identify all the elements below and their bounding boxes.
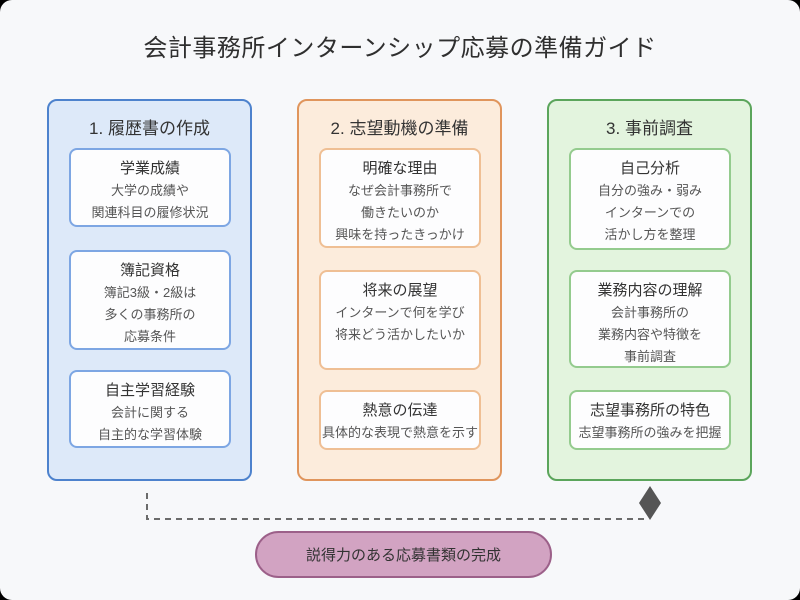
card-title: 学業成績	[119, 160, 180, 177]
column-3-title: 3. 事前調査	[606, 119, 693, 138]
card-text-line: 自主的な学習体験	[97, 427, 202, 442]
card-text-line: 簿記3級・2級は	[103, 285, 197, 300]
card-business-understanding: 業務内容の理解 会計事務所の 業務内容や特徴を 事前調査	[569, 270, 731, 368]
card-text-line: 活かし方を整理	[604, 227, 696, 242]
card-text-line: 働きたいのか	[360, 205, 439, 220]
card-title: 明確な理由	[362, 160, 438, 177]
card-text-line: なぜ会計事務所で	[347, 183, 452, 198]
card-title: 自己分析	[619, 160, 680, 177]
card-text-line: 志望事務所の強みを把握	[578, 425, 722, 440]
column-1-resume: 1. 履歴書の作成 学業成績 大学の成績や 関連科目の履修状況 簿記資格 簿記3…	[47, 99, 252, 481]
card-title: 自主学習経験	[104, 382, 195, 399]
result-pill: 説得力のある応募書類の完成	[255, 531, 552, 578]
card-future-outlook: 将来の展望 インターンで何を学び 将来どう活かしたいか	[319, 270, 481, 370]
card-bookkeeping-cert: 簿記資格 簿記3級・2級は 多くの事務所の 応募条件	[69, 250, 231, 350]
card-title: 業務内容の理解	[597, 282, 703, 299]
card-clear-reason: 明確な理由 なぜ会計事務所で 働きたいのか 興味を持ったきっかけ	[319, 148, 481, 248]
card-text-line: 関連科目の履修状況	[91, 205, 209, 220]
card-text-line: 事前調査	[623, 349, 676, 364]
card-text-line: 会計に関する	[110, 405, 189, 420]
result-label: 説得力のある応募書類の完成	[305, 547, 501, 564]
card-text-line: 自分の強み・弱み	[597, 183, 702, 198]
connector-line	[146, 493, 644, 520]
card-title: 将来の展望	[362, 282, 438, 299]
card-title: 熱意の伝達	[362, 402, 438, 419]
card-text-line: 大学の成績や	[110, 183, 189, 198]
card-title: 志望事務所の特色	[589, 402, 710, 419]
column-3-research: 3. 事前調査 自己分析 自分の強み・弱み インターンでの 活かし方を整理 業務…	[547, 99, 752, 481]
card-office-features: 志望事務所の特色 志望事務所の強みを把握	[569, 390, 731, 450]
card-text-line: 応募条件	[123, 329, 176, 344]
page-title: 会計事務所インターンシップ応募の準備ガイド	[143, 35, 657, 62]
card-self-study: 自主学習経験 会計に関する 自主的な学習体験	[69, 370, 231, 448]
card-text-line: 興味を持ったきっかけ	[335, 227, 465, 242]
column-2-title: 2. 志望動機の準備	[330, 119, 469, 138]
diamond-arrow-icon	[639, 486, 661, 520]
card-title: 簿記資格	[119, 262, 180, 279]
card-text-line: 具体的な表現で熱意を示す	[321, 425, 478, 440]
card-text-line: 会計事務所の	[610, 305, 689, 320]
card-academic-grades: 学業成績 大学の成績や 関連科目の履修状況	[69, 148, 231, 227]
card-self-analysis: 自己分析 自分の強み・弱み インターンでの 活かし方を整理	[569, 148, 731, 250]
card-text-line: 業務内容や特徴を	[597, 327, 702, 342]
card-text-line: インターンで何を学び	[335, 305, 465, 320]
card-enthusiasm: 熱意の伝達 具体的な表現で熱意を示す	[319, 390, 481, 450]
card-text-line: インターンでの	[604, 205, 696, 220]
column-2-motivation: 2. 志望動機の準備 明確な理由 なぜ会計事務所で 働きたいのか 興味を持ったき…	[297, 99, 502, 481]
card-text-line: 将来どう活かしたいか	[334, 327, 465, 342]
card-text-line: 多くの事務所の	[104, 307, 196, 322]
column-1-title: 1. 履歴書の作成	[89, 119, 210, 138]
